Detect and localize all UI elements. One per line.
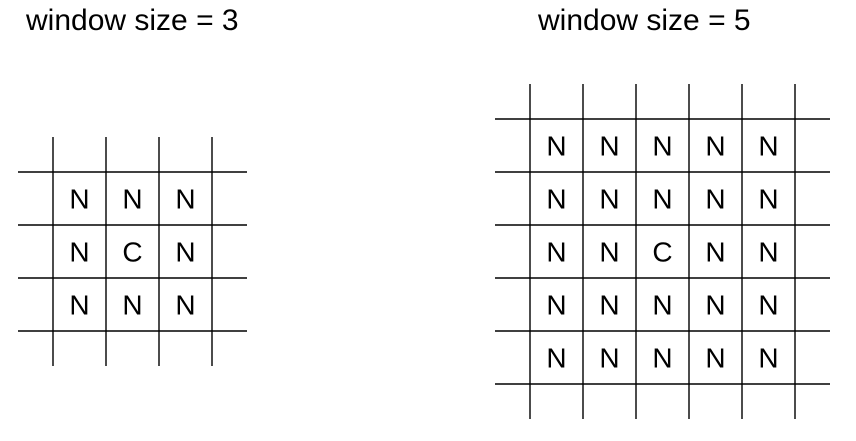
neighbor-cell-label: N xyxy=(652,131,672,162)
center-cell-label: C xyxy=(122,237,142,268)
neighbor-cell-label: N xyxy=(705,343,725,374)
neighbor-cell-label: N xyxy=(599,290,619,321)
neighbor-cell-label: N xyxy=(599,343,619,374)
neighbor-cell-label: N xyxy=(122,184,142,215)
neighbor-cell-label: N xyxy=(652,343,672,374)
neighbor-cell-label: N xyxy=(546,184,566,215)
neighbor-cell-label: N xyxy=(758,290,778,321)
neighbor-cell-label: N xyxy=(175,237,195,268)
neighbor-cell-label: N xyxy=(122,290,142,321)
neighbor-cell-label: N xyxy=(599,131,619,162)
neighbor-cell-label: N xyxy=(546,237,566,268)
neighbor-cell-label: N xyxy=(652,184,672,215)
center-cell-label: C xyxy=(652,237,672,268)
neighbor-cell-label: N xyxy=(599,237,619,268)
neighbor-cell-label: N xyxy=(705,184,725,215)
neighbor-cell-label: N xyxy=(758,184,778,215)
neighbor-cell-label: N xyxy=(546,290,566,321)
window-size-3-title: window size = 3 xyxy=(26,4,239,37)
neighbor-cell-label: N xyxy=(705,131,725,162)
neighbor-cell-label: N xyxy=(546,343,566,374)
neighbor-cell-label: N xyxy=(69,184,89,215)
neighbor-cell-label: N xyxy=(705,290,725,321)
neighbor-cell-label: N xyxy=(546,131,566,162)
neighbor-cell-label: N xyxy=(758,131,778,162)
neighbor-cell-label: N xyxy=(69,237,89,268)
neighbor-cell-label: N xyxy=(175,184,195,215)
neighbor-cell-label: N xyxy=(69,290,89,321)
neighbor-cell-label: N xyxy=(758,343,778,374)
neighbor-cell-label: N xyxy=(758,237,778,268)
neighbor-cell-label: N xyxy=(599,184,619,215)
neighbor-cell-label: N xyxy=(705,237,725,268)
neighbor-cell-label: N xyxy=(175,290,195,321)
window-size-5-title: window size = 5 xyxy=(538,4,751,37)
neighbor-cell-label: N xyxy=(652,290,672,321)
